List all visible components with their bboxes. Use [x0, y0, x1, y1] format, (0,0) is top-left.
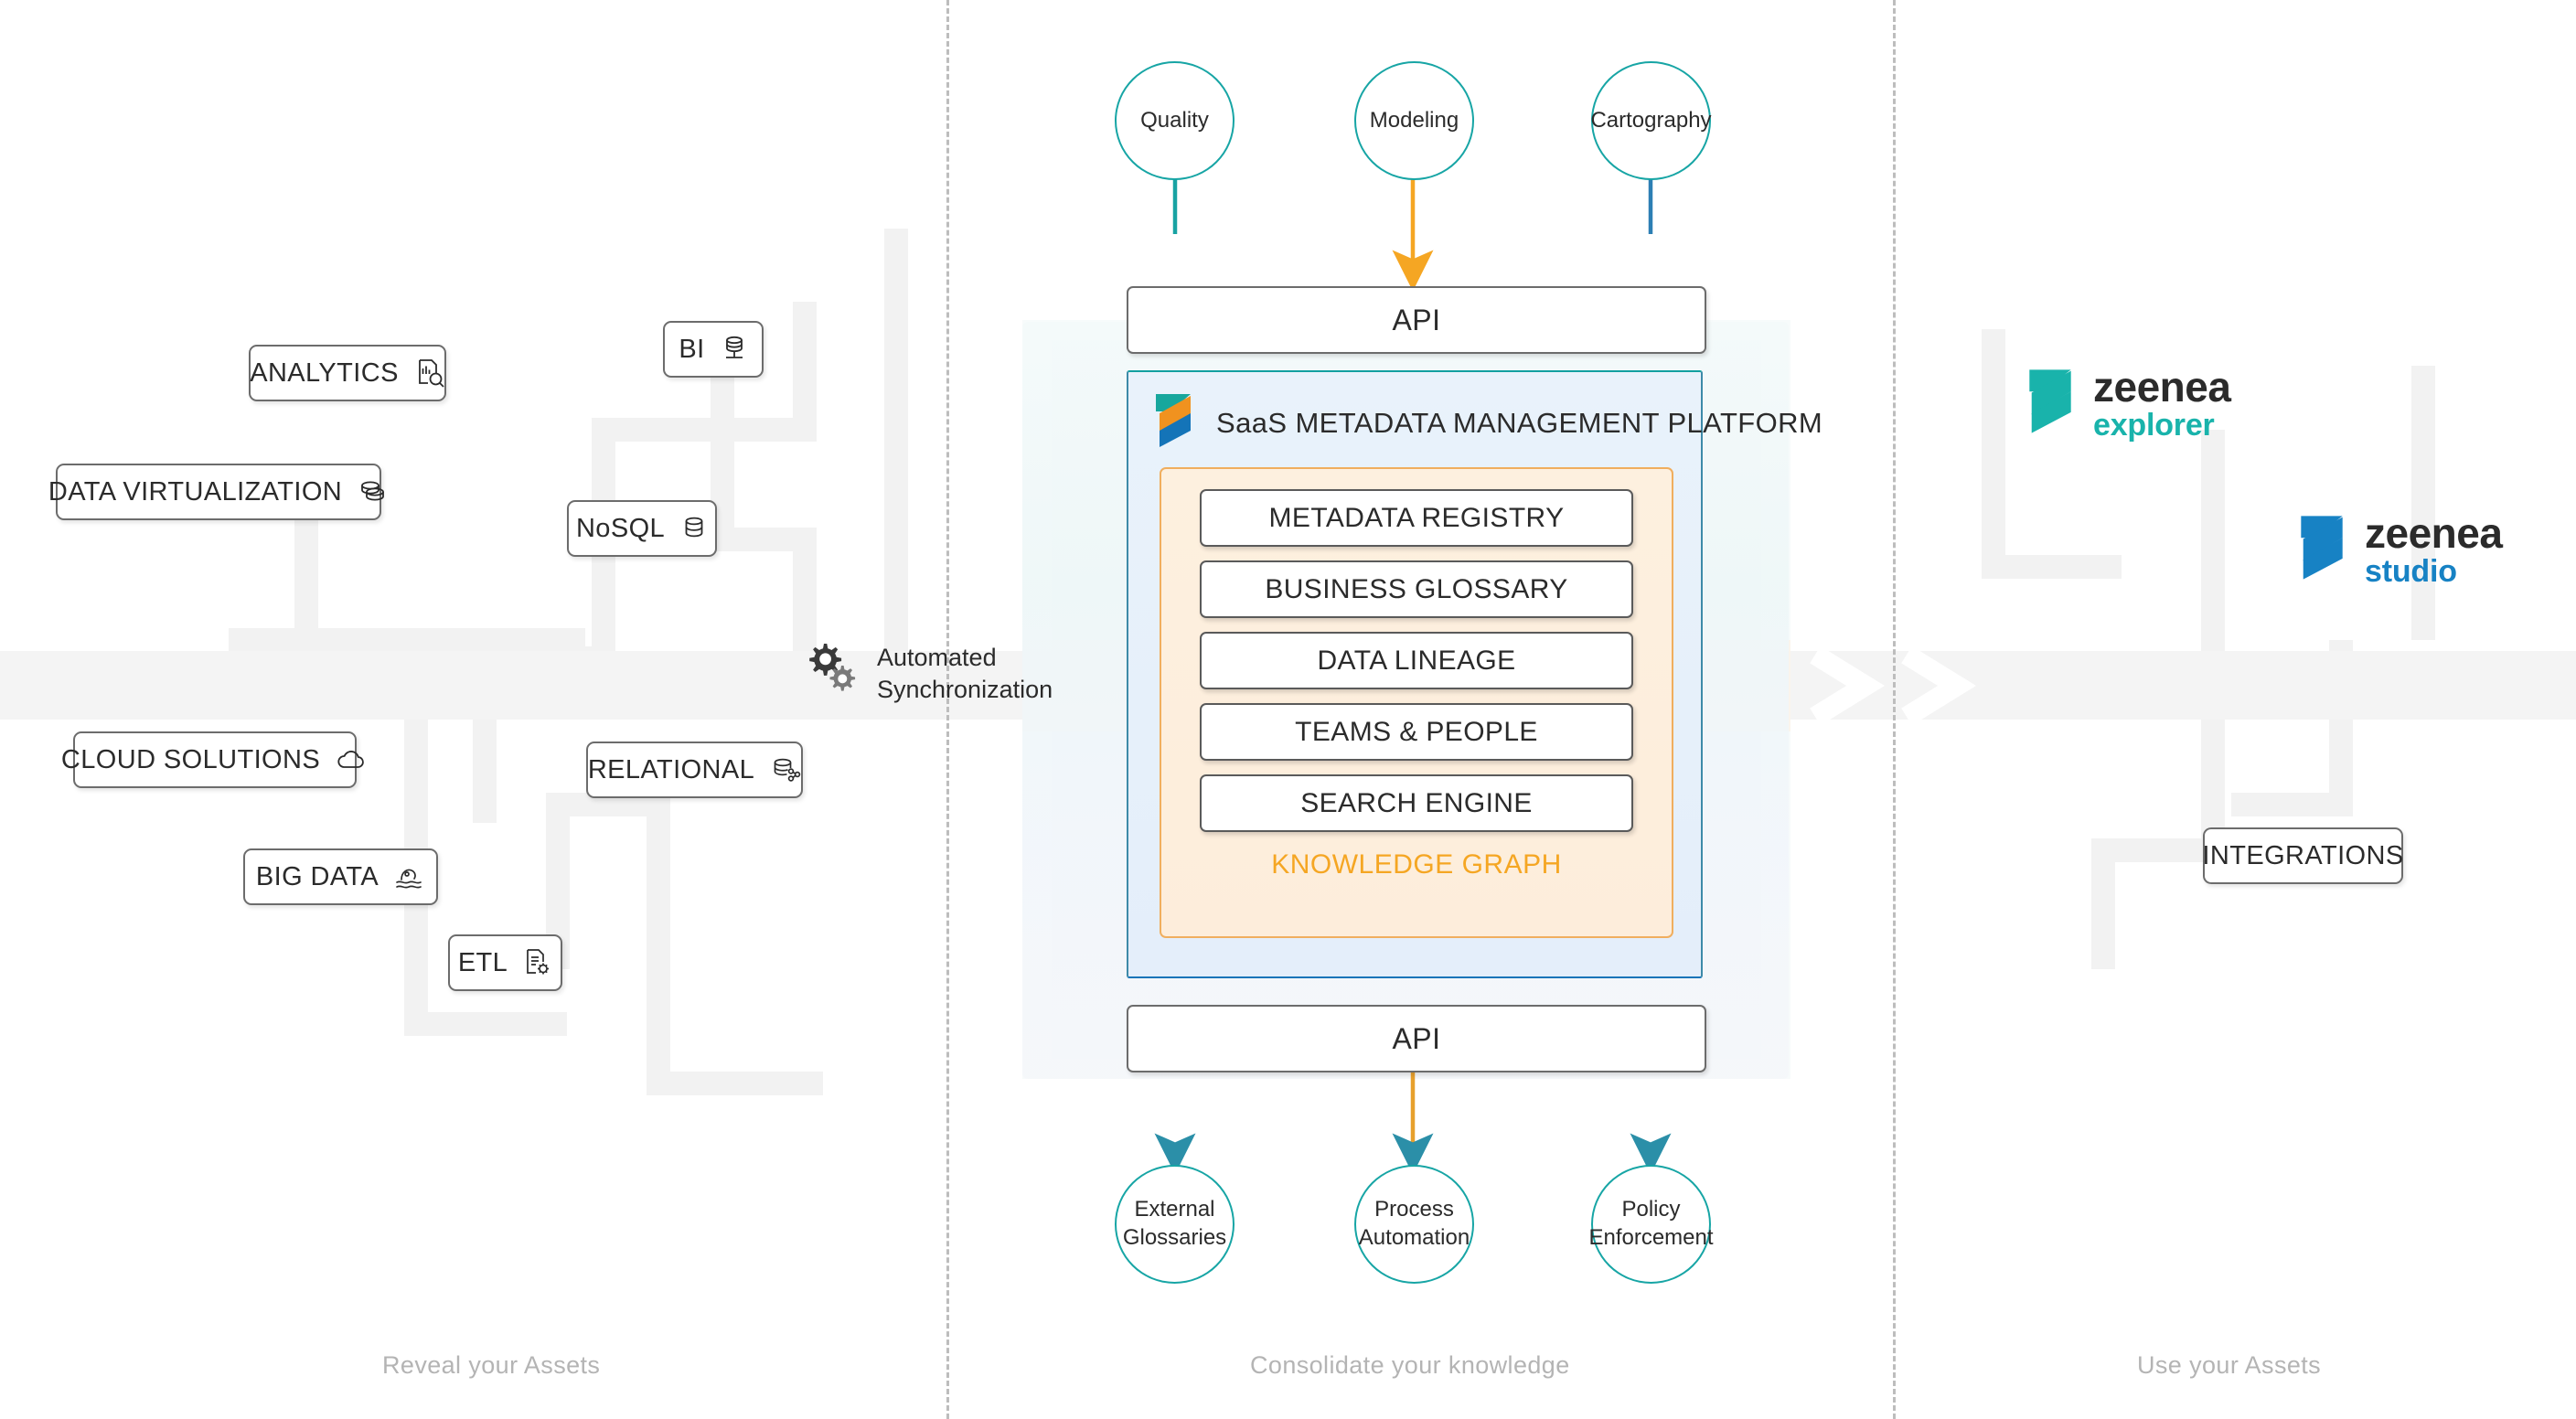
product-sub: studio: [2365, 553, 2457, 589]
divider-right: [1893, 0, 1896, 1419]
column-caption-consolidate: Consolidate your knowledge: [1250, 1351, 1570, 1379]
source-box-data-virtualization[interactable]: DATA VIRTUALIZATION: [48, 464, 385, 520]
product-logo-words: zeenea studio: [2365, 509, 2503, 589]
api-bar-bottom-label: API: [1392, 1021, 1441, 1055]
kg-item-label: SEARCH ENGINE: [1300, 787, 1533, 818]
kg-item-label: TEAMS & PEOPLE: [1295, 716, 1538, 747]
bottom-node-label: Policy Enforcement: [1588, 1196, 1713, 1252]
source-box-etl[interactable]: ETL: [448, 934, 562, 991]
api-bar-top-label: API: [1392, 303, 1441, 336]
automated-synchronization-label: Automated Synchronization: [877, 642, 1053, 705]
top-node-cartography-label: Cartography: [1590, 107, 1712, 133]
product-logo-zeenea-studio[interactable]: zeenea studio: [2297, 509, 2503, 589]
top-node-quality[interactable]: Quality: [1115, 61, 1235, 180]
source-box-data-virtualization-label: DATA VIRTUALIZATION: [48, 476, 343, 507]
database-share-icon: [770, 754, 801, 785]
bottom-node-process-automation[interactable]: Process Automation: [1354, 1165, 1474, 1284]
platform-header: SaaS METADATA MANAGEMENT PLATFORM: [1154, 389, 1822, 456]
kg-item-label: METADATA REGISTRY: [1268, 502, 1565, 533]
product-sub: explorer: [2093, 407, 2215, 443]
source-box-analytics-label: ANALYTICS: [250, 357, 399, 388]
source-box-relational-label: RELATIONAL: [587, 754, 755, 784]
source-box-bi-label: BI: [679, 334, 705, 364]
api-bar-bottom[interactable]: API: [1127, 1005, 1706, 1072]
divider-left: [946, 0, 949, 1419]
bottom-node-line1: Policy: [1621, 1197, 1681, 1222]
top-node-modeling[interactable]: Modeling: [1354, 61, 1474, 180]
zeenea-chevron-logo-studio: [2297, 514, 2346, 586]
gears-icon: [800, 640, 862, 707]
automated-synchronization: Automated Synchronization: [800, 640, 1053, 707]
product-name: zeenea: [2365, 509, 2503, 557]
bottom-node-line1: External: [1134, 1197, 1215, 1222]
knowledge-graph-panel: METADATA REGISTRY BUSINESS GLOSSARY DATA…: [1160, 467, 1673, 938]
knowledge-graph-label: KNOWLEDGE GRAPH: [1271, 849, 1562, 880]
column-caption-reveal: Reveal your Assets: [382, 1351, 601, 1379]
top-node-modeling-label: Modeling: [1369, 107, 1459, 133]
zeenea-chevron-logo: [1154, 392, 1192, 453]
bottom-node-line2: Glossaries: [1122, 1225, 1227, 1250]
wave-icon: [394, 863, 425, 891]
product-logo-words: zeenea explorer: [2093, 363, 2231, 443]
bottom-node-label: Process Automation: [1359, 1196, 1470, 1252]
database-icon: [680, 514, 708, 543]
top-node-cartography[interactable]: Cartography: [1590, 61, 1712, 180]
platform-title: SaaS METADATA MANAGEMENT PLATFORM: [1216, 406, 1823, 439]
kg-item-search-engine[interactable]: SEARCH ENGINE: [1200, 774, 1633, 832]
bottom-node-label: External Glossaries: [1123, 1196, 1226, 1252]
kg-item-teams-people[interactable]: TEAMS & PEOPLE: [1200, 703, 1633, 761]
output-box-integrations-label: INTEGRATIONS: [2202, 840, 2404, 870]
product-name: zeenea: [2093, 363, 2231, 411]
database-stand-icon: [721, 334, 748, 365]
source-box-big-data-label: BIG DATA: [255, 861, 379, 891]
column-caption-use: Use your Assets: [2137, 1351, 2322, 1379]
kg-item-metadata-registry[interactable]: METADATA REGISTRY: [1200, 489, 1633, 547]
cloud-icon: [336, 746, 369, 774]
source-box-cloud-solutions-label: CLOUD SOLUTIONS: [60, 744, 321, 774]
kg-item-label: BUSINESS GLOSSARY: [1265, 573, 1568, 604]
kg-item-data-lineage[interactable]: DATA LINEAGE: [1200, 632, 1633, 689]
api-bar-top[interactable]: API: [1127, 286, 1706, 354]
bottom-node-line2: Enforcement: [1588, 1225, 1714, 1250]
source-box-etl-label: ETL: [457, 947, 508, 977]
saas-platform-box: SaaS METADATA MANAGEMENT PLATFORM METADA…: [1127, 370, 1822, 978]
zeenea-chevron-logo-explorer: [2026, 368, 2075, 440]
stacked-database-icon: [358, 476, 389, 507]
source-box-relational[interactable]: RELATIONAL: [586, 742, 803, 798]
source-box-nosql-label: NoSQL: [575, 513, 666, 543]
source-box-analytics[interactable]: ANALYTICS: [249, 345, 446, 401]
source-box-nosql[interactable]: NoSQL: [567, 500, 717, 557]
sync-line1: Automated: [877, 643, 997, 671]
source-box-bi[interactable]: BI: [663, 321, 764, 378]
kg-item-business-glossary[interactable]: BUSINESS GLOSSARY: [1200, 560, 1633, 618]
output-box-integrations[interactable]: INTEGRATIONS: [2202, 827, 2404, 884]
source-box-big-data[interactable]: BIG DATA: [243, 848, 438, 905]
bottom-node-external-glossaries[interactable]: External Glossaries: [1115, 1165, 1235, 1284]
product-logo-zeenea-explorer[interactable]: zeenea explorer: [2026, 363, 2231, 443]
document-search-icon: [414, 357, 445, 389]
bottom-node-policy-enforcement[interactable]: Policy Enforcement: [1588, 1165, 1714, 1284]
document-gear-icon: [523, 947, 552, 978]
top-node-quality-label: Quality: [1140, 107, 1209, 133]
bottom-node-line1: Process: [1374, 1197, 1454, 1222]
source-box-cloud-solutions[interactable]: CLOUD SOLUTIONS: [61, 731, 364, 788]
bottom-node-line2: Automation: [1358, 1225, 1470, 1250]
kg-item-label: DATA LINEAGE: [1317, 645, 1516, 676]
sync-line2: Synchronization: [877, 675, 1053, 703]
